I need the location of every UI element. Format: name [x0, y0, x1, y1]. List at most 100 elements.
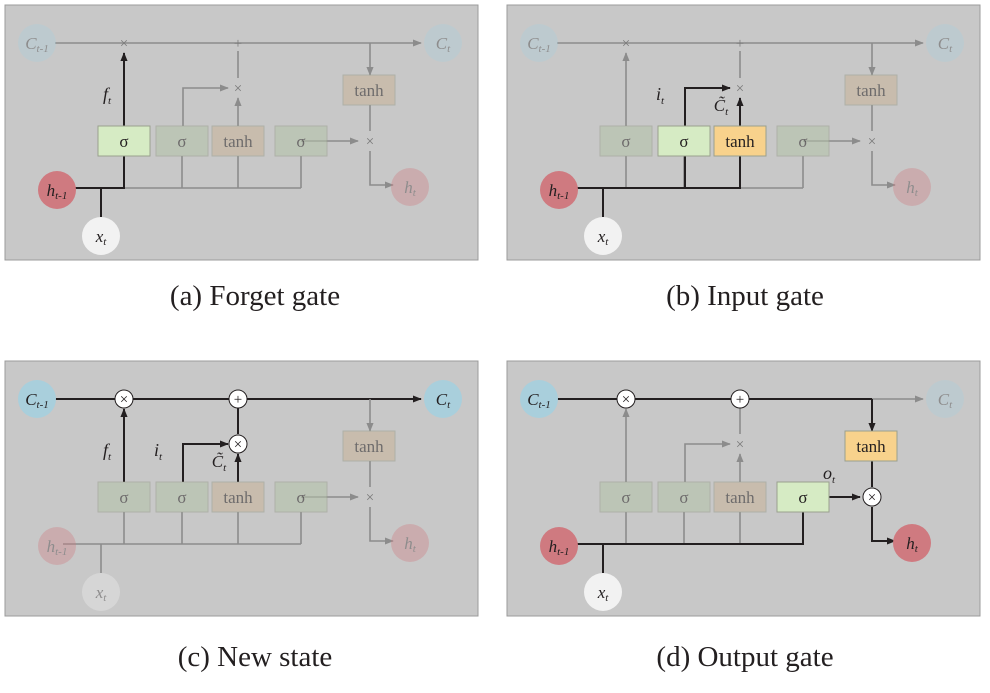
- op-forget-mult: ×: [622, 36, 630, 52]
- op-plus-symbol: +: [234, 36, 242, 52]
- hidden-out-path: [369, 507, 394, 545]
- gate-0: σ: [599, 481, 653, 513]
- op-plus: +: [234, 36, 242, 52]
- gate-1-label: σ: [177, 132, 186, 151]
- op-plus-circle: [228, 389, 248, 409]
- bus-active: [565, 512, 804, 545]
- node-c-prev-circle: [520, 380, 558, 418]
- label-i: it: [656, 84, 665, 107]
- node-h-next: ht: [893, 524, 931, 562]
- gate-0: σ: [97, 125, 151, 157]
- op-input-mult: ×: [736, 81, 744, 97]
- node-h-prev: ht-1: [540, 527, 578, 565]
- input-path: [182, 440, 229, 482]
- node-h-prev-circle: [540, 171, 578, 209]
- cell-tanh-label: tanh: [856, 81, 886, 100]
- gate-0-label: σ: [621, 132, 630, 151]
- gate-1-rect: [155, 125, 209, 157]
- gate-3-label: σ: [296, 132, 305, 151]
- node-h-prev-circle: [38, 527, 76, 565]
- node-x-circle: [584, 217, 622, 255]
- node-h-next: ht: [391, 524, 429, 562]
- label-f: ft: [103, 440, 112, 463]
- node-c-prev-circle: [18, 380, 56, 418]
- gate-2-label: tanh: [725, 488, 755, 507]
- gate-3-rect: [776, 125, 830, 157]
- gate-1-label: σ: [177, 488, 186, 507]
- node-c-next-circle: [424, 24, 462, 62]
- cell-tanh-rect: [844, 74, 898, 106]
- node-x: xt: [82, 573, 120, 611]
- node-h-prev-circle: [540, 527, 578, 565]
- node-h-next: ht: [893, 168, 931, 206]
- gate-1: σ: [657, 481, 711, 513]
- op-forget-mult: ×: [616, 389, 636, 409]
- hidden-out-path: [871, 507, 896, 545]
- op-output-mult-symbol: ×: [366, 134, 374, 150]
- gate-1-label: σ: [679, 132, 688, 151]
- gate-3-rect: [274, 481, 328, 513]
- gate-3: σ: [776, 481, 830, 513]
- gate-2-rect: [713, 481, 767, 513]
- gate-2: tanh: [211, 481, 265, 513]
- node-c-prev: Ct-1: [520, 24, 558, 62]
- gate-0-label: σ: [119, 132, 128, 151]
- caption-d: (d) Output gate: [656, 641, 833, 673]
- node-x-circle: [584, 573, 622, 611]
- cell-tanh-label: tanh: [354, 81, 384, 100]
- op-input-mult-circle: [228, 434, 248, 454]
- hidden-out-path: [871, 151, 896, 189]
- gate-2-label: tanh: [223, 132, 253, 151]
- node-c-next-circle: [424, 380, 462, 418]
- node-x-circle: [82, 573, 120, 611]
- node-c-prev-circle: [520, 24, 558, 62]
- gate-0-rect: [97, 125, 151, 157]
- node-h-next-circle: [893, 168, 931, 206]
- op-plus-symbol: +: [736, 36, 744, 52]
- gate-2-rect: [713, 125, 767, 157]
- node-c-prev: Ct-1: [18, 24, 56, 62]
- gate-3: σ: [274, 125, 328, 157]
- gate-0: σ: [599, 125, 653, 157]
- op-input-mult-symbol: ×: [234, 437, 242, 453]
- label-i: it: [154, 440, 163, 463]
- node-h-next: ht: [391, 168, 429, 206]
- cell-tanh: tanh: [342, 74, 396, 106]
- op-forget-mult: ×: [114, 389, 134, 409]
- gate-1-rect: [657, 125, 711, 157]
- node-x-circle: [82, 217, 120, 255]
- op-plus-circle: [730, 389, 750, 409]
- node-h-prev: ht-1: [540, 171, 578, 209]
- node-h-next-circle: [893, 524, 931, 562]
- node-c-next-circle: [926, 380, 964, 418]
- cell-tanh-rect: [342, 430, 396, 462]
- gate-1: σ: [657, 125, 711, 157]
- hidden-out-path: [369, 151, 394, 189]
- node-c-next-circle: [926, 24, 964, 62]
- op-output-mult-symbol: ×: [868, 490, 876, 506]
- node-c-prev-circle: [18, 24, 56, 62]
- input-path: [684, 440, 731, 482]
- cell-tanh-rect: [342, 74, 396, 106]
- gate-3-label: σ: [798, 132, 807, 151]
- node-c-next: Ct: [424, 380, 462, 418]
- op-plus: +: [736, 36, 744, 52]
- node-h-prev: ht-1: [38, 527, 76, 565]
- op-plus: +: [730, 389, 750, 409]
- gate-3-label: σ: [296, 488, 305, 507]
- gate-2-label: tanh: [223, 488, 253, 507]
- gate-1-rect: [657, 481, 711, 513]
- gate-3: σ: [776, 125, 830, 157]
- gate-3-rect: [274, 125, 328, 157]
- node-h-prev-circle: [38, 171, 76, 209]
- gate-0-label: σ: [621, 488, 630, 507]
- gate-0: σ: [97, 481, 151, 513]
- gate-1-label: σ: [679, 488, 688, 507]
- caption-c: (c) New state: [178, 641, 333, 673]
- gate-3-rect: [776, 481, 830, 513]
- node-x: xt: [584, 573, 622, 611]
- op-input-mult-symbol: ×: [234, 81, 242, 97]
